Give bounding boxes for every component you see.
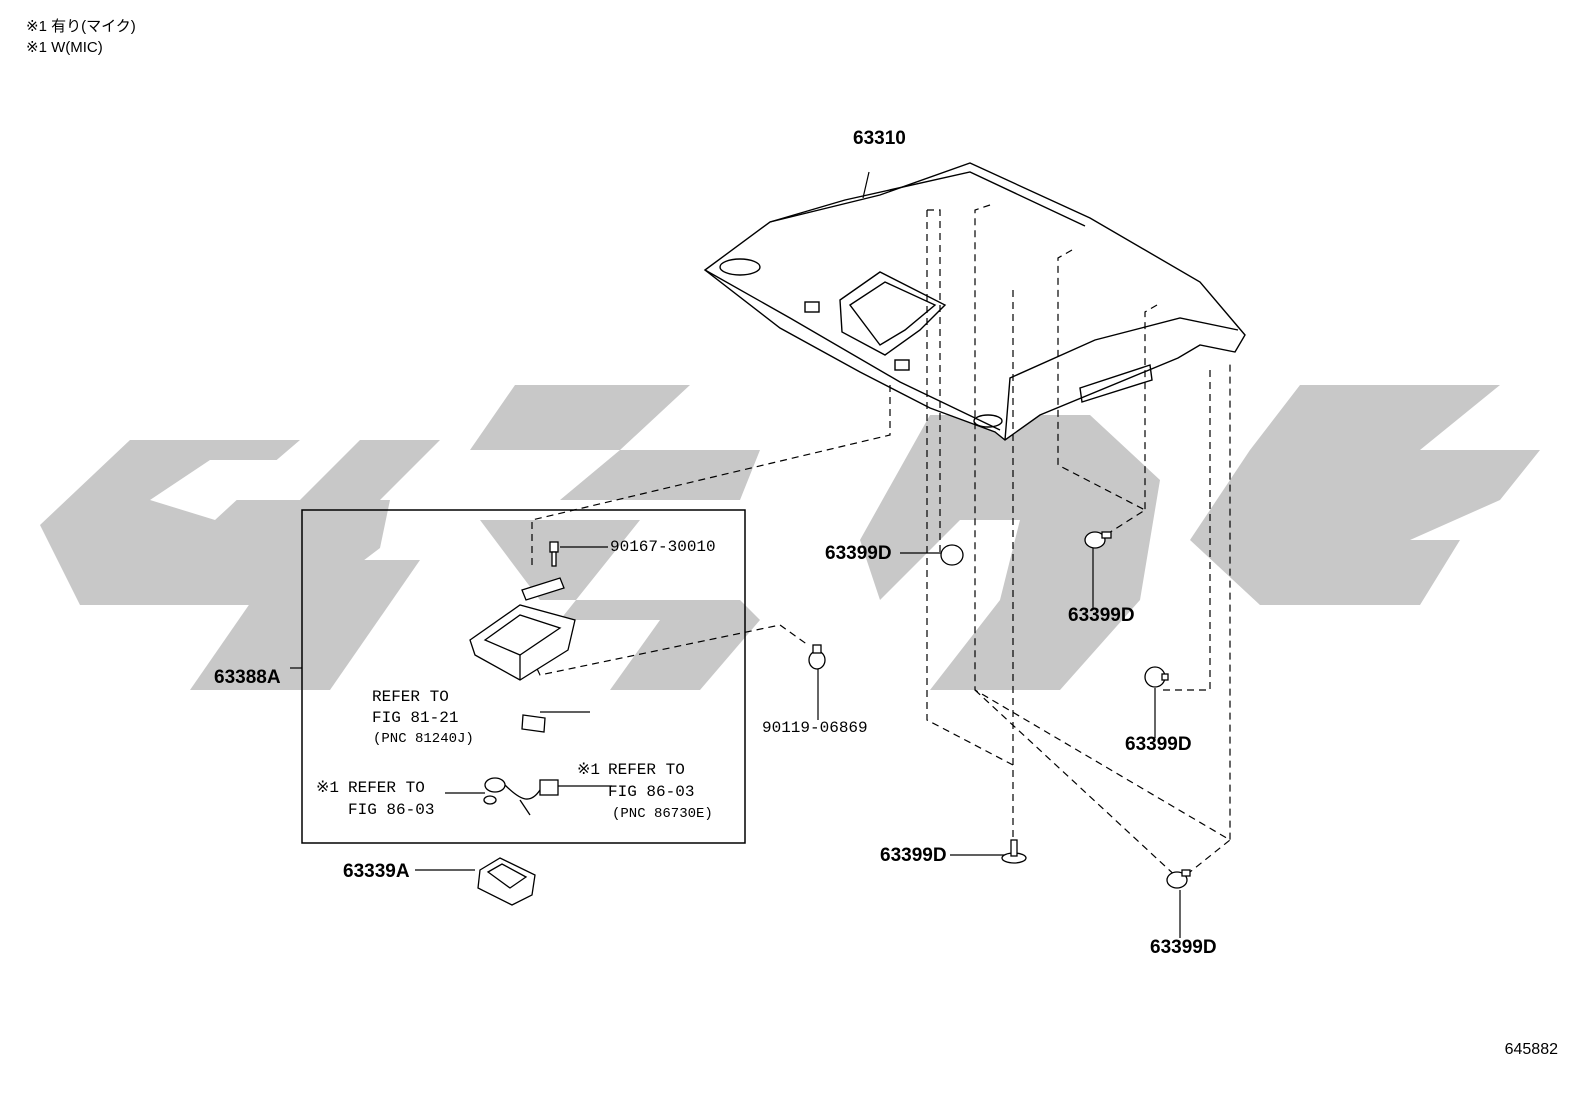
ref-mic-right-mark: ※1 [577, 761, 601, 779]
ref-mic-left-line2[interactable]: FIG 86-03 [348, 801, 435, 819]
ref-mic-left-line1: REFER TO [348, 779, 425, 797]
screw-part [549, 541, 559, 567]
ref-mic-right-line2[interactable]: FIG 86-03 [608, 783, 695, 801]
small-parts [469, 531, 1191, 906]
ref-mic-left-mark: ※1 [316, 779, 340, 797]
ref-lamp-line3: (PNC 81240J) [373, 731, 474, 747]
part-label-headliner[interactable]: 63310 [853, 128, 906, 149]
part-label-screw[interactable]: 90167-30010 [610, 538, 716, 556]
clip-63399d-a [940, 544, 964, 566]
clip-63399d-c [1144, 666, 1169, 688]
clip-90119 [808, 644, 826, 670]
part-label-clip-b[interactable]: 63399D [1068, 605, 1135, 626]
part-label-clip-a[interactable]: 63399D [825, 543, 892, 564]
ref-lamp-line2[interactable]: FIG 81-21 [372, 709, 459, 727]
part-label-console-assy[interactable]: 63388A [214, 667, 281, 688]
part-label-clip-c[interactable]: 63399D [1125, 734, 1192, 755]
figure-id: 645882 [1504, 1041, 1558, 1058]
ref-lamp-line1: REFER TO [372, 688, 449, 706]
clip-63399d-d [1001, 839, 1027, 864]
clip-63399d-e [1166, 869, 1191, 889]
watermark-logo [40, 385, 1540, 690]
leader-lines [290, 171, 1181, 938]
console-assembly-box [301, 509, 746, 844]
mic-part-left [483, 777, 506, 805]
mic-part-right [504, 779, 559, 816]
ref-mic-right-line1: REFER TO [608, 761, 685, 779]
part-label-cover[interactable]: 63339A [343, 861, 410, 882]
ref-mic-right-line3: (PNC 86730E) [612, 806, 713, 822]
bracket-part [521, 577, 565, 601]
part-label-clip-f[interactable]: 90119-06869 [762, 719, 868, 737]
headliner-drawing [703, 162, 1246, 441]
lamp-part [521, 714, 546, 733]
cover-part [477, 857, 536, 906]
part-label-clip-d[interactable]: 63399D [880, 845, 947, 866]
note-japanese: ※1 有り(マイク) [26, 18, 136, 35]
part-label-clip-e[interactable]: 63399D [1150, 937, 1217, 958]
note-english: ※1 W(MIC) [26, 39, 103, 56]
console-body [469, 604, 576, 681]
clip-63399d-b [1084, 531, 1112, 549]
